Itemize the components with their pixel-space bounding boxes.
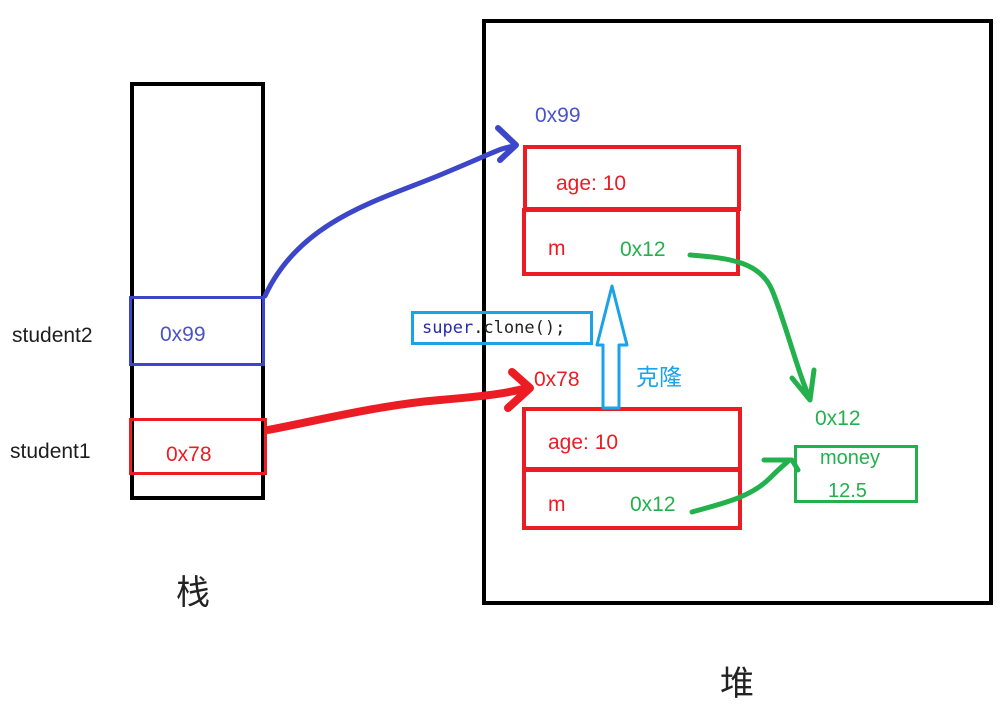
clone-m-reference-arrow: [687, 252, 813, 401]
clone-label: 克隆: [636, 364, 682, 390]
stack-frame: [130, 82, 265, 500]
student2-arrowhead-icon: [495, 125, 519, 163]
variable-label-student2: student2: [12, 324, 93, 347]
object-0x78-m-label: m: [548, 493, 566, 516]
age-value: 10: [594, 431, 619, 454]
student1-address: 0x78: [166, 443, 212, 466]
heap-caption: 堆: [720, 664, 754, 704]
object-0x78-age-label: age: 10: [548, 431, 618, 455]
code-keyword-super: super: [422, 318, 474, 338]
original-m-bracket-icon: [761, 457, 801, 473]
clone-code-box: super.clone();: [411, 311, 593, 345]
object-0x99-m-field: [522, 208, 740, 276]
student1-reference-arrow: [264, 384, 532, 434]
object-address-0x78: 0x78: [534, 368, 580, 391]
code-call-clone: .clone();: [473, 318, 566, 338]
original-m-reference-arrow: [689, 457, 791, 515]
object-0x99-m-value: 0x12: [620, 238, 666, 261]
money-field-value: 12.5: [828, 480, 867, 502]
stack-slot-student2: [129, 296, 265, 366]
stack-slot-student1: [129, 418, 267, 475]
age-value: 10: [602, 172, 627, 195]
student1-arrowhead-icon: [504, 368, 534, 412]
money-object-address: 0x12: [815, 407, 861, 430]
age-label: age:: [548, 431, 589, 454]
object-address-0x99: 0x99: [535, 104, 581, 127]
money-object: [794, 445, 918, 503]
clone-m-arrowhead-icon: [789, 367, 817, 403]
object-0x99-age-label: age: 10: [556, 172, 626, 196]
student2-reference-arrow: [262, 143, 518, 299]
object-0x99-m-label: m: [548, 237, 566, 260]
money-field-label: money: [820, 447, 881, 469]
variable-label-student1: student1: [10, 440, 91, 463]
clone-arrow-icon: [595, 284, 629, 410]
stack-caption: 栈: [176, 573, 210, 613]
object-0x78-m-value: 0x12: [630, 493, 676, 516]
student2-address: 0x99: [160, 323, 206, 346]
age-label: age:: [556, 172, 597, 195]
